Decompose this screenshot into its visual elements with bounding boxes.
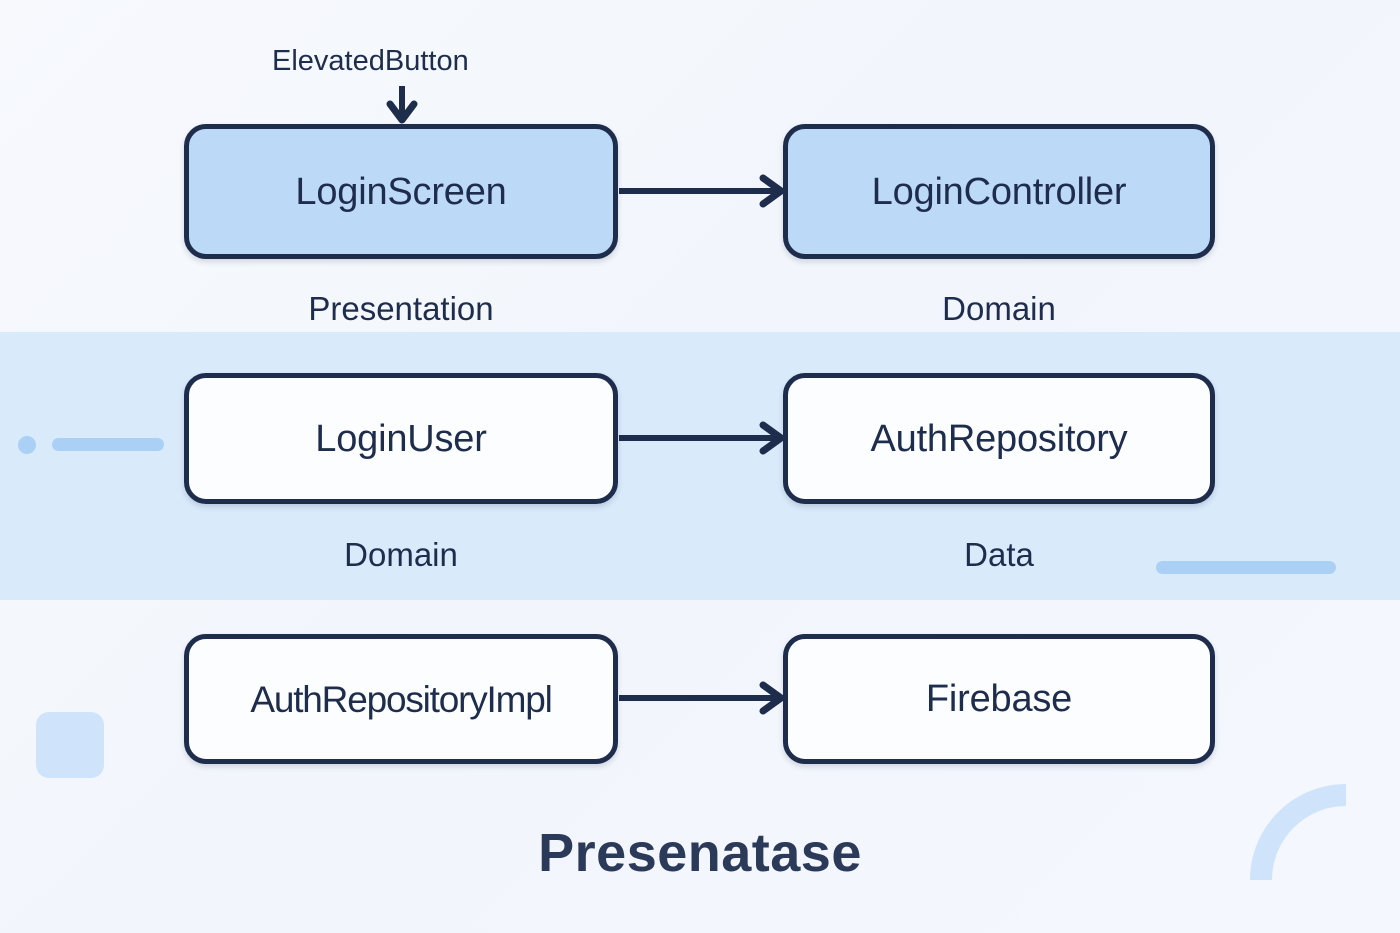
caption-domain-top: Domain (942, 290, 1056, 327)
caption-data: Data (964, 536, 1034, 573)
node-login-screen-label: LoginScreen (295, 170, 507, 213)
arrow-loginscreen-to-logincontroller (619, 174, 785, 208)
arrow-authrepositoryimpl-to-firebase (619, 681, 785, 715)
node-login-controller[interactable]: LoginController (783, 124, 1215, 259)
annotation-elevated-button: ElevatedButton (272, 45, 469, 77)
node-auth-repository[interactable]: AuthRepository (783, 373, 1215, 504)
node-login-user-label: LoginUser (315, 417, 487, 460)
node-auth-repository-label: AuthRepository (870, 417, 1128, 460)
caption-domain-middle: Domain (344, 536, 458, 573)
node-firebase-label: Firebase (925, 678, 1073, 720)
node-auth-repository-impl-label: AuthRepositoryImpl (250, 678, 552, 720)
decoration-square-bottom-left (36, 712, 104, 778)
arrow-elevatedbutton-to-loginscreen (386, 86, 418, 124)
node-login-screen[interactable]: LoginScreen (184, 124, 618, 259)
node-login-user[interactable]: LoginUser (184, 373, 618, 504)
node-login-controller-label: LoginController (871, 170, 1127, 213)
caption-presentation: Presentation (308, 290, 494, 327)
node-firebase[interactable]: Firebase (783, 634, 1215, 764)
diagram-bottom-title: Presenatase (538, 823, 862, 883)
node-auth-repository-impl[interactable]: AuthRepositoryImpl (184, 634, 618, 764)
